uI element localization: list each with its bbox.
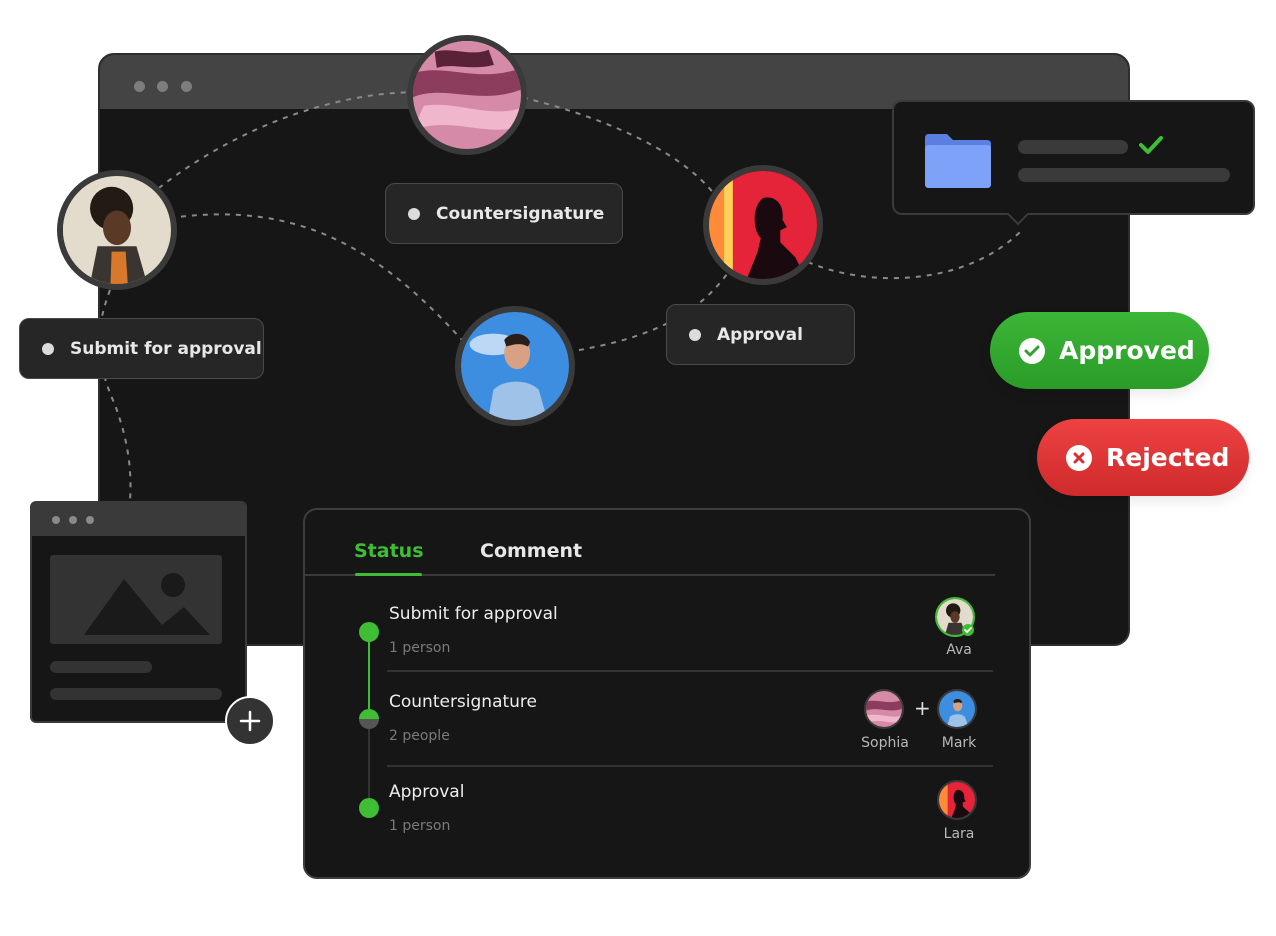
row-divider — [387, 670, 993, 672]
step-complete-icon — [359, 622, 379, 642]
row-subtitle: 2 people — [389, 728, 450, 744]
timeline-connector — [368, 729, 370, 799]
avatar-lara[interactable] — [703, 165, 823, 285]
window-dot[interactable] — [52, 516, 60, 524]
person-name: Lara — [943, 826, 975, 842]
check-circle-icon — [1019, 337, 1045, 364]
window-dot[interactable] — [69, 516, 77, 524]
bullet-icon — [408, 207, 420, 220]
plus-joiner: + — [914, 696, 931, 720]
tab-divider — [305, 574, 995, 576]
person-name: Ava — [946, 642, 972, 658]
avatar-ava[interactable] — [57, 170, 177, 290]
plus-icon — [239, 710, 261, 732]
rejected-badge[interactable]: Rejected — [1037, 419, 1249, 496]
tab-status[interactable]: Status — [354, 540, 424, 562]
bullet-icon — [42, 342, 54, 355]
row-subtitle: 1 person — [389, 818, 451, 834]
window-dot[interactable] — [134, 81, 145, 92]
approved-badge[interactable]: Approved — [990, 312, 1209, 389]
status-panel: Status Comment Submit for approval 1 per… — [303, 508, 1031, 879]
folder-card[interactable] — [892, 100, 1255, 226]
person-name: Sophia — [861, 735, 909, 751]
node-label-text: Countersignature — [436, 203, 605, 224]
avatar-lara[interactable] — [937, 780, 977, 820]
window-dot[interactable] — [157, 81, 168, 92]
image-placeholder-icon — [50, 555, 222, 644]
avatar-mark[interactable] — [455, 306, 575, 426]
placeholder-bar — [1018, 140, 1128, 154]
row-subtitle: 1 person — [389, 640, 451, 656]
step-complete-icon — [359, 798, 379, 818]
mini-titlebar — [32, 503, 245, 536]
active-tab-indicator — [355, 573, 422, 576]
window-dot[interactable] — [86, 516, 94, 524]
folder-icon — [925, 134, 991, 188]
row-title: Countersignature — [389, 692, 538, 712]
row-divider — [387, 765, 993, 767]
add-button[interactable] — [225, 696, 275, 746]
x-circle-icon — [1066, 444, 1092, 471]
tab-comment[interactable]: Comment — [480, 540, 583, 562]
rejected-label: Rejected — [1106, 443, 1230, 472]
window-dot[interactable] — [181, 81, 192, 92]
placeholder-bar — [50, 688, 222, 700]
placeholder-bar — [50, 661, 152, 673]
check-badge-icon — [962, 624, 974, 636]
node-label-text: Submit for approval — [70, 338, 262, 359]
row-title: Submit for approval — [389, 604, 558, 624]
person-name: Mark — [941, 735, 977, 751]
check-icon — [1139, 136, 1163, 154]
mini-window — [30, 501, 247, 723]
timeline-connector — [368, 641, 370, 709]
approved-label: Approved — [1059, 336, 1195, 365]
node-submit-for-approval[interactable]: Submit for approval — [19, 318, 264, 379]
node-approval[interactable]: Approval — [666, 304, 855, 365]
avatar-sophia[interactable] — [407, 35, 527, 155]
node-countersignature[interactable]: Countersignature — [385, 183, 623, 244]
bullet-icon — [689, 328, 701, 341]
avatar-mark[interactable] — [937, 689, 977, 729]
placeholder-bar — [1018, 168, 1230, 182]
step-partial-icon — [359, 709, 379, 729]
avatar-sophia[interactable] — [864, 689, 904, 729]
node-label-text: Approval — [717, 324, 803, 345]
row-title: Approval — [389, 782, 465, 802]
